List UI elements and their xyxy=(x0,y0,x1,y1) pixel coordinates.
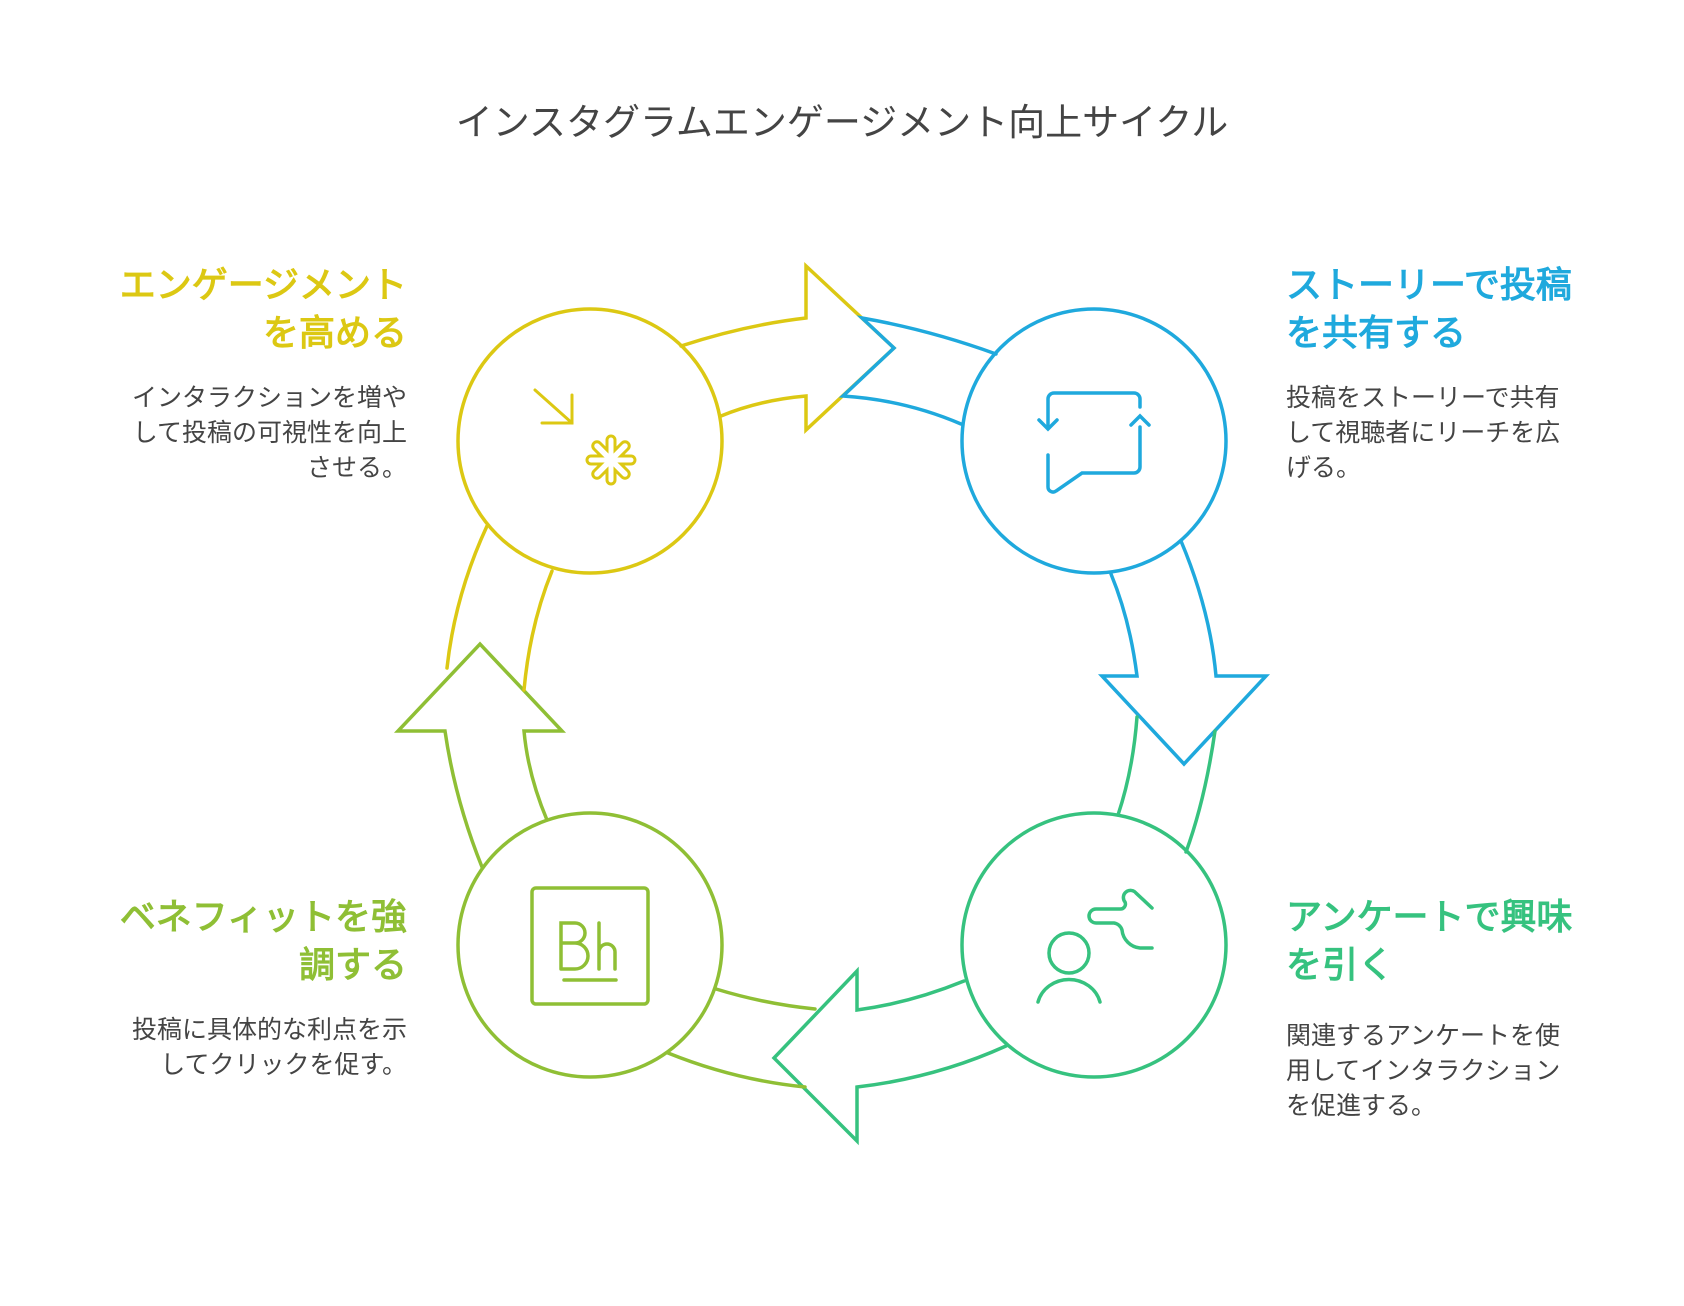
step-circle-stories xyxy=(960,307,1228,575)
step-description: 関連するアンケートを使用してインタラクションを促進する。 xyxy=(1286,1021,1561,1120)
step-circle-benefits xyxy=(456,811,724,1079)
user-wave-icon xyxy=(1036,888,1154,1004)
arrow-yellow-right xyxy=(679,261,897,435)
step-heading: ベネフィットを強調する xyxy=(119,897,407,986)
behance-icon xyxy=(530,886,650,1006)
step-benefits: ベネフィットを強調する 投稿に具体的な利点を示してクリックを促す。 xyxy=(27,894,407,1082)
arrow-lime-up xyxy=(393,641,567,869)
sparkle-arrow-icon xyxy=(533,388,637,486)
step-polls: アンケートで興味を引く 関連するアンケートを使用してインタラクションを促進する。 xyxy=(1286,894,1666,1123)
step-description: インタラクションを増やして投稿の可視性を向上させる。 xyxy=(131,383,407,482)
step-circle-polls xyxy=(960,811,1228,1079)
diagram-title: インスタグラムエンゲージメント向上サイクル xyxy=(455,101,1229,144)
arrow-tail-green xyxy=(1116,715,1217,854)
step-engage: エンゲージメントを高める インタラクションを増やして投稿の可視性を向上させる。 xyxy=(27,262,407,485)
step-circle-engage xyxy=(456,307,724,575)
arrow-green-left xyxy=(771,966,1008,1146)
arrow-tail-lime xyxy=(666,987,817,1089)
step-description: 投稿に具体的な利点を示してクリックを促す。 xyxy=(131,1015,407,1079)
chat-repeat-icon xyxy=(1037,391,1151,494)
step-stories: ストーリーで投稿を共有する 投稿をストーリーで共有して視聴者にリーチを広げる。 xyxy=(1286,262,1666,485)
step-heading: ストーリーで投稿を共有する xyxy=(1286,265,1572,354)
arrow-tail-yellow xyxy=(445,524,554,692)
arrow-blue-down xyxy=(1097,539,1271,767)
arrow-tail-blue xyxy=(838,315,998,426)
step-heading: エンゲージメントを高める xyxy=(119,265,407,354)
step-heading: アンケートで興味を引く xyxy=(1286,897,1573,986)
step-description: 投稿をストーリーで共有して視聴者にリーチを広げる。 xyxy=(1286,383,1561,482)
